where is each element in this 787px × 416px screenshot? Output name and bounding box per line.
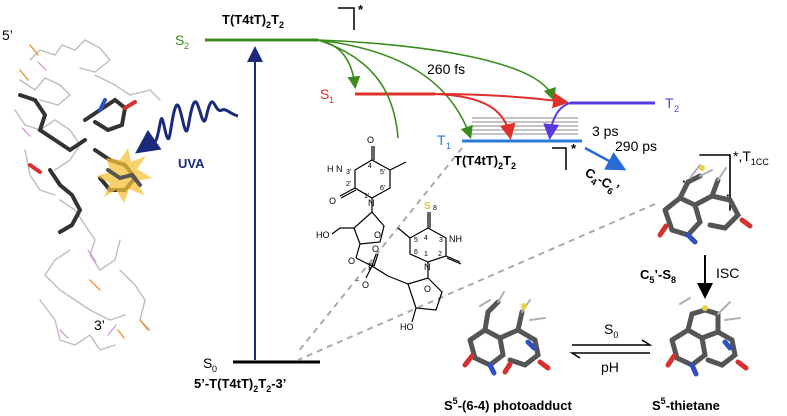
s1-label: S (320, 86, 329, 102)
uva-wave-icon (147, 100, 239, 143)
svg-text:NH: NH (449, 234, 462, 244)
svg-text:1: 1 (329, 95, 334, 105)
svg-text:1: 1 (424, 251, 428, 258)
svg-text:-: - (356, 275, 359, 285)
svg-text:O: O (424, 284, 431, 294)
dinucleotide-structure (331, 146, 462, 323)
svg-text:HO: HO (316, 230, 330, 240)
time-290ps: 290 ps (615, 138, 657, 154)
triplet-label: *,T1CC (733, 148, 769, 167)
vibrational-levels (472, 117, 578, 135)
svg-text:3’: 3’ (346, 169, 352, 176)
thietane-model (665, 297, 749, 377)
svg-text:*: * (571, 141, 577, 156)
svg-text:N: N (368, 198, 375, 208)
svg-text:*: * (358, 2, 364, 17)
svg-text:1’: 1’ (364, 193, 370, 200)
isc-label: ISC (716, 265, 739, 281)
t2-label: T (665, 95, 674, 111)
equilibrium-arrows (569, 339, 653, 359)
uva-label: UVA (178, 156, 205, 171)
svg-text:O: O (362, 280, 369, 290)
photoadduct-model (462, 291, 551, 376)
svg-text:4: 4 (368, 163, 372, 170)
svg-text:N: N (336, 164, 343, 174)
svg-text:2’: 2’ (346, 181, 352, 188)
strand-3prime-label: 3’ (94, 317, 105, 333)
svg-text:T(T4tT)2T2: T(T4tT)2T2 (222, 12, 284, 30)
svg-text:6’: 6’ (380, 185, 386, 192)
svg-text:HO: HO (400, 322, 414, 332)
ground-state-label: 5’-T(T4tT)2T2-3’ (194, 376, 286, 394)
svg-text:·: · (682, 174, 686, 189)
svg-text:P: P (368, 262, 374, 272)
svg-text:N: N (424, 262, 431, 272)
equilibrium-bottom-label: pH (601, 359, 619, 375)
dna-strand-model (14, 39, 161, 351)
svg-text:T(T4tT)2T2: T(T4tT)2T2 (454, 153, 516, 171)
c4-c6-bond-label: C4-C6’ (581, 165, 622, 199)
svg-text:O: O (367, 135, 374, 145)
svg-text:O: O (374, 230, 381, 240)
svg-text:3: 3 (439, 237, 443, 244)
equilibrium-top-label: S0 (604, 321, 618, 340)
svg-text:5: 5 (414, 237, 418, 244)
t1-label: T (437, 132, 446, 148)
svg-text:4: 4 (424, 235, 428, 242)
svg-text:O: O (372, 244, 379, 254)
thietane-name: S5-thietane (652, 396, 720, 413)
c5-s8-bond-label: C5’-S8 (640, 267, 676, 285)
svg-text:H: H (327, 164, 334, 174)
svg-text:1: 1 (446, 141, 451, 151)
svg-text:8: 8 (433, 205, 437, 212)
s1-decay-arrows (434, 92, 569, 140)
svg-text:2: 2 (184, 41, 189, 51)
t2-decay-arrows (543, 102, 571, 140)
s2-label: S (175, 32, 184, 48)
svg-text:·: · (726, 188, 730, 203)
svg-text:6: 6 (414, 249, 418, 256)
t1-state-label: T(T4tT)2T2 * (454, 141, 577, 171)
uva-arrow (135, 129, 162, 154)
thio-sulfur: S (424, 201, 431, 212)
photoadduct-name: S5-(6-4) photoadduct (444, 396, 572, 413)
time-3ps: 3 ps (592, 123, 618, 139)
dashed-guides (297, 147, 656, 361)
biradical-intermediate-model (657, 154, 753, 245)
s0-label: S (203, 355, 212, 371)
strand-5prime-label: 5’ (2, 27, 13, 43)
time-260fs: 260 fs (427, 61, 465, 77)
s2-decay-arrows (317, 39, 556, 140)
svg-text:0: 0 (212, 364, 217, 374)
svg-text:O: O (348, 256, 355, 266)
svg-text:2: 2 (674, 104, 679, 114)
top-state-label: T(T4tT)2T2 * (222, 2, 364, 30)
svg-text:O: O (329, 196, 336, 206)
svg-text:5’: 5’ (380, 169, 386, 176)
t1-to-biradical-arrow (584, 146, 627, 171)
svg-text:2: 2 (438, 251, 442, 258)
